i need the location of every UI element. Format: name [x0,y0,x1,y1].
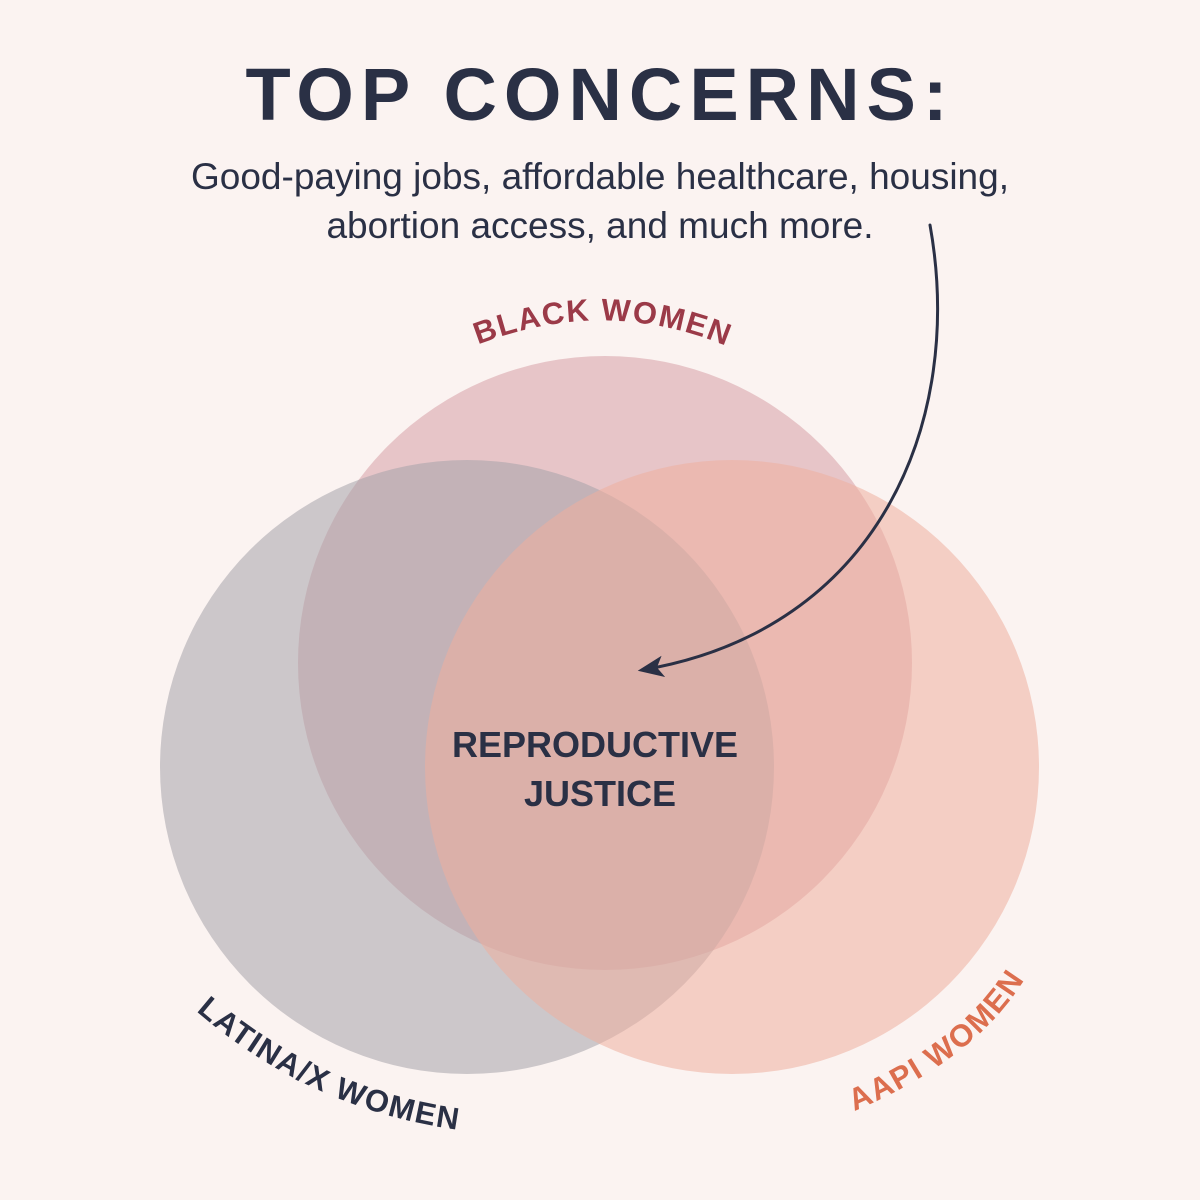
label-black-women: BLACK WOMEN [469,292,736,353]
subtitle: Good-paying jobs, affordable healthcare,… [100,152,1100,250]
center-label-line2: JUSTICE [524,773,676,814]
svg-text:REPRODUCTIVE JUSTICE: REPRODUCTIVE JUSTICE [452,724,748,814]
page-title: TOP CONCERNS: [245,53,955,136]
label-black-women-wrap: BLACK WOMEN [469,292,738,353]
arrow-to-center [637,223,940,678]
subtitle-line-2: abortion access, and much more. [326,205,874,246]
circle-aapi-women [425,460,1039,1074]
center-label-line1: REPRODUCTIVE [452,724,738,765]
subtitle-line-1: Good-paying jobs, affordable healthcare,… [191,156,1009,197]
